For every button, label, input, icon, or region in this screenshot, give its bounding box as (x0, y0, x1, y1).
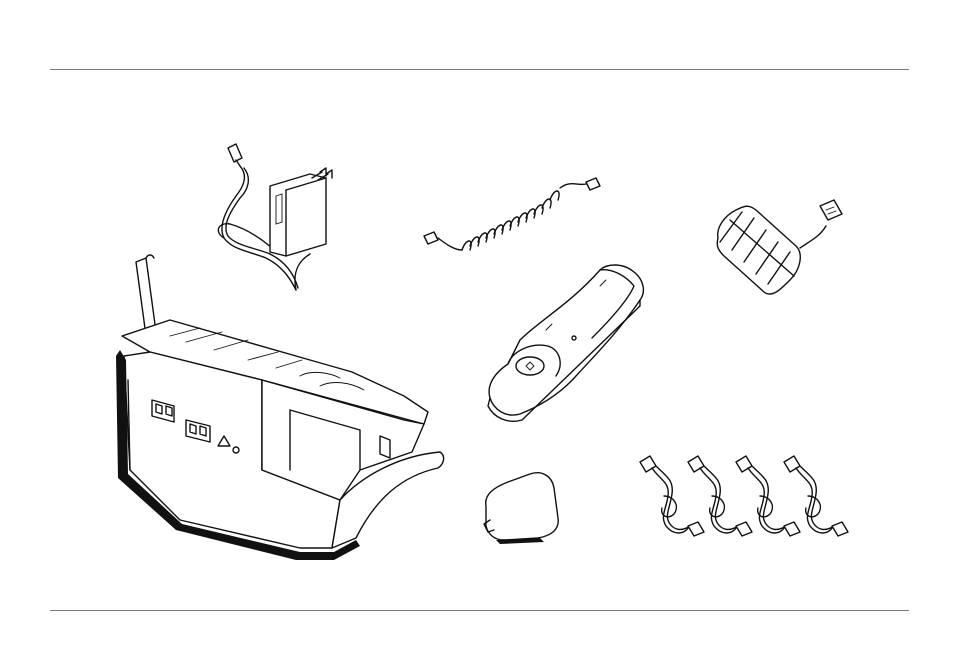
ac-adapter-icon (218, 144, 332, 290)
base-unit-icon (116, 255, 444, 560)
line-cord-icon (640, 456, 848, 536)
coiled-cord-icon (424, 178, 600, 250)
battery-pack-icon (717, 200, 842, 296)
battery-door-icon (484, 473, 558, 544)
handset-icon (488, 265, 643, 421)
